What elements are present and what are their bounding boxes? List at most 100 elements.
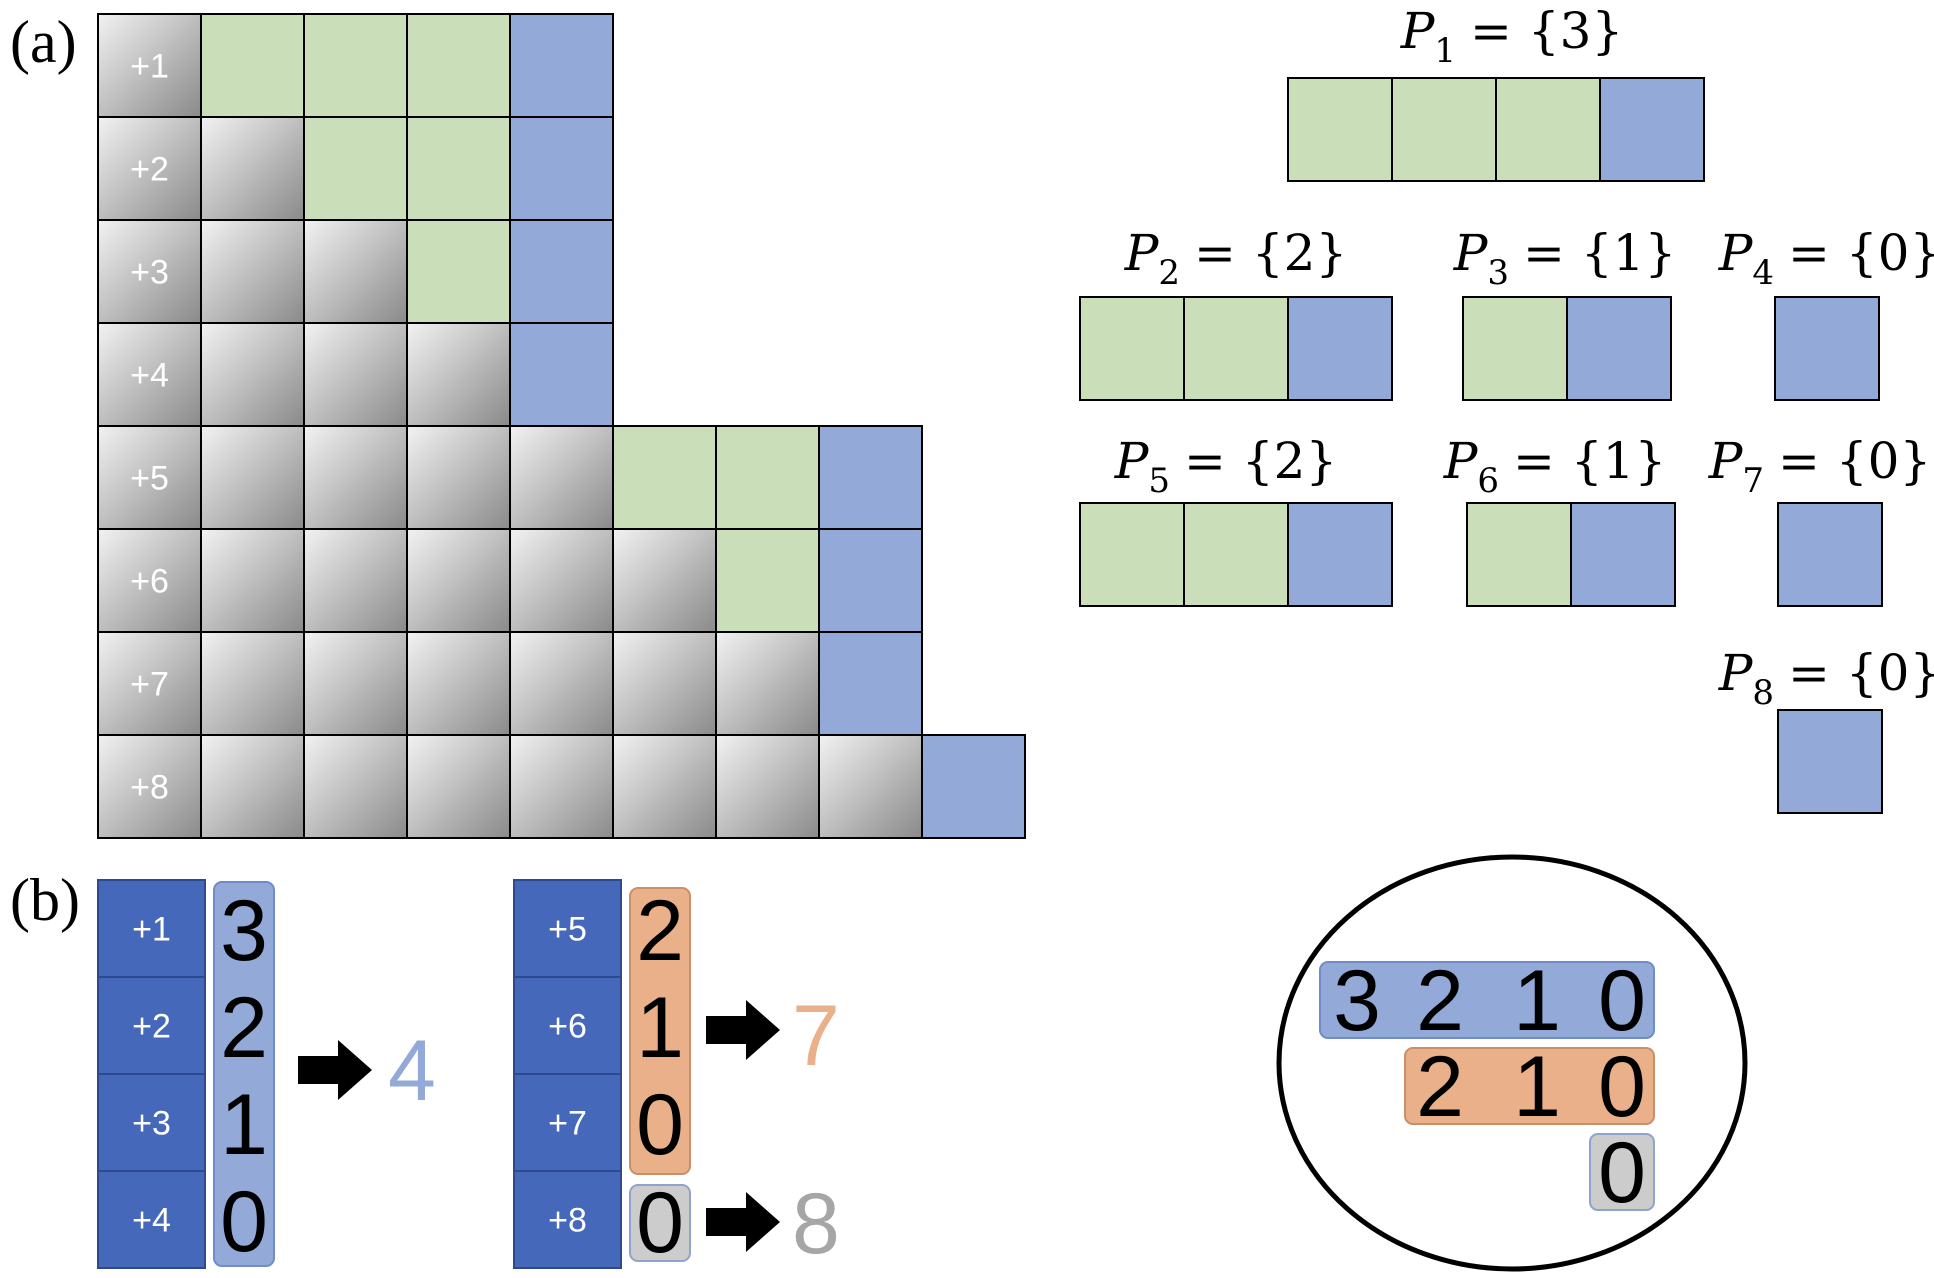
value-column-box-orange bbox=[629, 887, 691, 1175]
single-result: 8 bbox=[792, 1176, 840, 1272]
blue-cell bbox=[1599, 77, 1705, 182]
row-index-cell bbox=[513, 1170, 622, 1269]
gray-cell bbox=[200, 425, 305, 530]
single-count-value: 0 bbox=[636, 1175, 684, 1271]
set-p4: P4= {0} bbox=[1718, 224, 1934, 401]
blue-cell bbox=[509, 13, 614, 118]
blue-cell bbox=[509, 116, 614, 221]
gray-cell bbox=[200, 734, 305, 839]
row-index-label: +2 bbox=[132, 1008, 171, 1046]
summary-row-2-box bbox=[1404, 1047, 1655, 1125]
green-cell bbox=[1183, 296, 1289, 401]
set-label: P7= {0} bbox=[1708, 432, 1932, 501]
summary-row-1-box bbox=[1319, 961, 1655, 1039]
count-value: 2 bbox=[220, 980, 268, 1076]
grid-row-label: +4 bbox=[130, 357, 169, 395]
blue-cell bbox=[1777, 502, 1883, 607]
grid-row-label: +2 bbox=[130, 151, 169, 189]
blue-cell bbox=[1287, 502, 1393, 607]
gray-cell bbox=[303, 631, 408, 736]
set-label: P5= {2} bbox=[1114, 432, 1338, 501]
gray-cell bbox=[200, 219, 305, 324]
gray-cell bbox=[303, 425, 408, 530]
green-cell bbox=[1391, 77, 1497, 182]
row-index-label: +4 bbox=[132, 1202, 171, 1240]
gray-cell bbox=[406, 425, 511, 530]
single-value-box bbox=[629, 1184, 691, 1262]
row-index-label: +1 bbox=[132, 911, 171, 949]
blue-cell bbox=[1566, 296, 1672, 401]
count-value: 0 bbox=[220, 1174, 268, 1270]
set-p1: P1= {3} bbox=[1287, 2, 1705, 182]
arrow-icon bbox=[706, 1000, 780, 1060]
blue-cell bbox=[1570, 502, 1676, 607]
staircase-grid: +1+2+3+4+5+6+7+8 bbox=[97, 13, 1026, 839]
gray-cell bbox=[303, 322, 408, 427]
green-cell bbox=[406, 219, 511, 324]
arrow-icon bbox=[706, 1192, 780, 1252]
set-p6: P6= {1} bbox=[1443, 432, 1676, 607]
row-index-cell bbox=[513, 1073, 622, 1172]
summary-row-3-box bbox=[1589, 1133, 1655, 1211]
group-2-result: 7 bbox=[792, 988, 840, 1084]
blue-cell bbox=[509, 219, 614, 324]
row-index-cell bbox=[97, 976, 206, 1075]
grid-row-label: +3 bbox=[130, 254, 169, 292]
green-cell bbox=[715, 425, 820, 530]
set-partitions: P1= {3} P2= {2} P3= {1} P4= {0} P5= {2} P6= {… bbox=[1079, 2, 1934, 814]
green-cell bbox=[1462, 296, 1568, 401]
gray-cell bbox=[715, 631, 820, 736]
set-label: P4= {0} bbox=[1718, 224, 1934, 293]
grid-row-label: +7 bbox=[130, 666, 169, 704]
set-p5: P5= {2} bbox=[1079, 432, 1393, 607]
set-label: P1= {3} bbox=[1400, 2, 1624, 71]
row-index-label: +3 bbox=[132, 1105, 171, 1143]
count-value: 3 bbox=[220, 883, 268, 979]
count-value: 1 bbox=[220, 1077, 268, 1173]
blue-cell bbox=[1777, 709, 1883, 814]
grid-row-label-cell bbox=[97, 528, 202, 633]
grid-row-label: +1 bbox=[130, 48, 169, 86]
green-cell bbox=[612, 425, 717, 530]
gray-cell bbox=[200, 631, 305, 736]
grid-row-label: +6 bbox=[130, 563, 169, 601]
blue-cell bbox=[818, 528, 923, 633]
panel-b-label: (b) bbox=[10, 867, 80, 933]
green-cell bbox=[1183, 502, 1289, 607]
grid-row-label-cell bbox=[97, 116, 202, 221]
summary-value: 0 bbox=[1598, 953, 1646, 1049]
gray-cell bbox=[612, 528, 717, 633]
arrow-icon bbox=[298, 1040, 372, 1100]
set-p8: P8= {0} bbox=[1718, 644, 1934, 814]
green-cell bbox=[1287, 77, 1393, 182]
row-index-cell bbox=[513, 879, 622, 978]
set-label: P6= {1} bbox=[1443, 432, 1667, 501]
gray-cell bbox=[406, 322, 511, 427]
row-index-label: +7 bbox=[548, 1105, 587, 1143]
blue-cell bbox=[1287, 296, 1393, 401]
row-index-cell bbox=[513, 976, 622, 1075]
gray-cell bbox=[509, 425, 614, 530]
green-cell bbox=[406, 13, 511, 118]
set-label: P2= {2} bbox=[1124, 224, 1348, 293]
gray-cell bbox=[612, 734, 717, 839]
green-cell bbox=[200, 13, 305, 118]
blue-cell bbox=[818, 631, 923, 736]
gray-cell bbox=[715, 734, 820, 839]
set-label: P3= {1} bbox=[1453, 224, 1677, 293]
gray-cell bbox=[406, 734, 511, 839]
grid-row-label-cell bbox=[97, 13, 202, 118]
summary-value: 0 bbox=[1598, 1125, 1646, 1221]
green-cell bbox=[1079, 502, 1185, 607]
grid-row-label: +5 bbox=[130, 460, 169, 498]
blue-cell bbox=[509, 322, 614, 427]
row-index-label: +8 bbox=[548, 1202, 587, 1240]
gray-cell bbox=[818, 734, 923, 839]
panel-a-label: (a) bbox=[10, 9, 77, 75]
blue-cell bbox=[818, 425, 923, 530]
gray-cell bbox=[406, 631, 511, 736]
